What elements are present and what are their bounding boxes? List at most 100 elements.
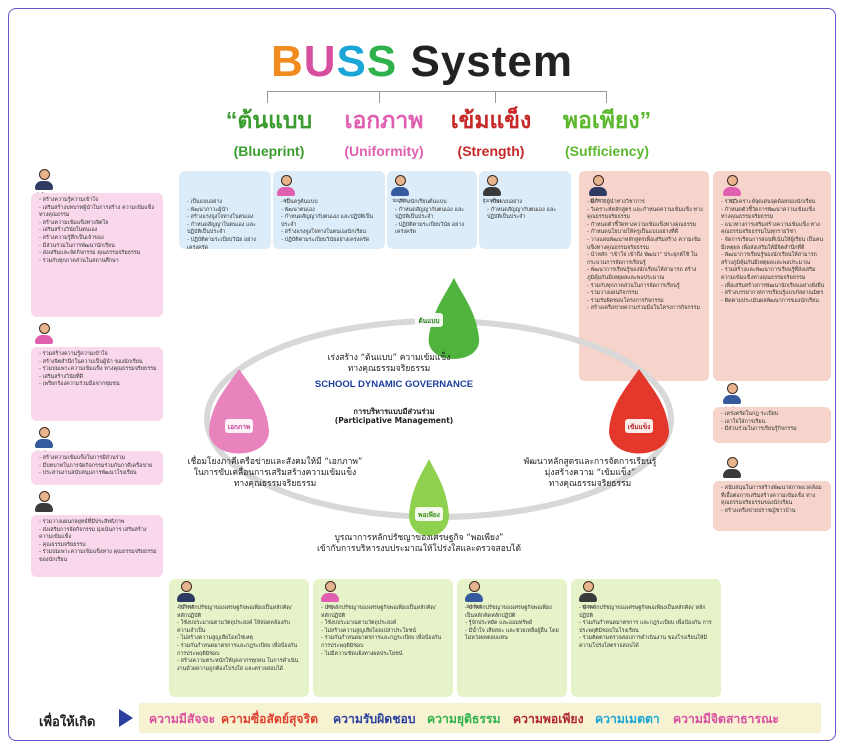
poster-title: BUSS System <box>9 37 835 87</box>
petal-label-bg-uniformity <box>225 419 253 433</box>
list-item: เสริมสร้างวินัยในตนเอง <box>39 227 157 235</box>
avatar-student-right: นักเรียน <box>721 383 743 412</box>
card-right-student: เคร่งครัดในกฎ ระเบียบ เอาใจใส่การเรียน ม… <box>713 407 831 443</box>
participative-management: การบริหารแบบมีส่วนร่วม (Participative Ma… <box>329 407 459 425</box>
list-item: สร้างความตระหนักให้บุคลากรทุกคน ในการดำเ… <box>177 658 303 673</box>
pillar-strength: เข้มแข็ง (Strength) <box>441 103 541 159</box>
petal-strength <box>609 369 669 454</box>
center-left-line1: เชื่อมโยงภาคีเครือข่ายและสังคมให้มี “เอก… <box>187 457 363 467</box>
list-item: ร่วมสร้างความรู้ความเข้าใจ <box>39 351 157 359</box>
list-item: สร้างแรงจูงใจทางในตนเองนักเรียน <box>281 229 379 237</box>
petal-label-uniformity: เอกภาพ <box>228 423 250 431</box>
center-right-text: พัฒนาหลักสูตรและการจัดการเรียนรู้ มุ่งสร… <box>505 457 675 490</box>
title-connector-line <box>267 91 607 103</box>
petal-label-sufficiency: พอเพียง <box>418 511 440 519</box>
title-letter-u: U <box>303 37 337 86</box>
list-item: ไม่สร้างความสูญเสียโดยเปล่าประโยชน์ <box>321 628 447 636</box>
list-item: ปฏิบัติตามระเบียบวินัย อย่างเคร่งครัด <box>187 237 265 252</box>
list-item: สร้างบรรยากาศการเรียนรู้แบบกัลยาณมิตร <box>721 290 825 298</box>
title-system: System <box>397 37 574 86</box>
list-item: กำหนดสัญญากับตนเอง และปฏิบัติเป็นประจำ <box>487 207 565 222</box>
list-item: กำหนดตัวชี้วัดทางความเข้มแข็งทางคุณธรรม <box>587 222 703 230</box>
list-item: ร่วมวิเคราะห์จุดเด่นจุดด้อยของนักเรียน <box>721 199 825 207</box>
list-item: มีบทบาทในการจัดกิจกรรมร่วมกับภาคีเครือข่… <box>39 463 157 471</box>
center-top-line2: ทางคุณธรรมจริยธรรม <box>347 364 431 374</box>
footer-label: เพื่อให้เกิด <box>39 714 96 729</box>
poster-frame: BUSS System “ต้นแบบ (Blueprint) เอกภาพ (… <box>8 8 836 741</box>
list-item: พัฒนาการเรียนรู้ของนักเรียนให้สามารถ สร้… <box>721 252 825 267</box>
list-item: ร่วมรับผิดชอบโครงการกิจกรรม <box>587 298 703 306</box>
center-right-line1: พัฒนาหลักสูตรและการจัดการเรียนรู้ <box>523 457 657 467</box>
pillar-sufficiency-thai: พอเพียง” <box>562 107 652 133</box>
list-item: สร้างความเข้มแข็งในการมีส่วนร่วม <box>39 455 157 463</box>
list-item: สร้างนักเรียนต้นแบบ <box>395 199 471 207</box>
list-item: พัฒนาตนเอง <box>281 207 379 215</box>
list-item: เพรียกร้องความร่วมมือจากชุมชน <box>39 381 157 389</box>
list-item: เป็นแบบอย่าง <box>187 199 265 207</box>
avatar-director-left: ผู้บริหาร <box>33 169 55 198</box>
title-connector-mid2 <box>495 91 496 103</box>
petal-blueprint <box>428 277 480 359</box>
value-truthfulness: ความมีสัจจะ <box>149 712 216 726</box>
school-dynamic-governance: SCHOOL DYNAMIC GOVERNANCE <box>314 379 474 390</box>
participative-en: (Participative Management) <box>334 416 454 425</box>
list-item: มีภาวะผู้นำทางวิชาการ <box>587 199 703 207</box>
list-item: จัดการเรียนการสอนที่เน้นให้ผู้เรียน เป็น… <box>721 237 825 252</box>
pillar-blueprint: “ต้นแบบ (Blueprint) <box>214 103 324 159</box>
pillar-blueprint-en: (Blueprint) <box>233 143 305 159</box>
list-item: พัฒนาภาวะผู้นำ <box>187 207 265 215</box>
title-connector-mid1 <box>379 91 380 103</box>
pillar-blueprint-thai: “ต้นแบบ <box>225 107 313 133</box>
list-item: สร้างเครือข่ายปราชญ์ชาวบ้าน <box>721 508 825 516</box>
list-item: แนวทางการเสริมสร้างความเข้มแข็ง ทางคุณธร… <box>721 222 825 237</box>
list-item: นำหลักปรัชญาของเศรษฐกิจพอเพียง เป็นหลักค… <box>465 605 561 620</box>
avatar-director-bottom: ผู้บริหาร <box>175 581 197 610</box>
list-item: เพื่อเสริมสร้างการพัฒนานักเรียนอย่างยั่ง… <box>721 283 825 291</box>
card-top-director: เป็นแบบอย่าง พัฒนาภาวะผู้นำ สร้างแรงจูงใ… <box>179 171 271 252</box>
list-item: คุณธรรมจริยธรรม <box>39 542 157 550</box>
value-sufficiency: ความพอเพียง <box>513 712 584 726</box>
list-item: สร้างจิตสำนึกในความเป็นผู้นำ ของนักเรียน <box>39 359 157 367</box>
list-item: นำหลักปรัชญาของเศรษฐกิจพอเพียงเป็นหลักคิ… <box>321 605 447 620</box>
card-right-community: สนับสนุนในการสร้างพัฒนาสภาพแวดล้อม ที่เอ… <box>713 481 831 531</box>
value-honesty: ความซื่อสัตย์สุจริต <box>221 712 319 726</box>
list-item: ใช้งบประมาณตามวัตถุประสงค์ ให้สอดคล้องกั… <box>177 620 303 635</box>
list-item: เอาใจใส่การเรียน <box>721 419 825 427</box>
list-item: เสริมสร้างบทบาทผู้นำในการสร้าง ความเข้มแ… <box>39 205 157 220</box>
center-left-line3: ทางคุณธรรมจริยธรรม <box>233 479 317 489</box>
title-letter-b: B <box>270 37 304 86</box>
card-left-teacher: ร่วมสร้างความรู้ความเข้าใจ สร้างจิตสำนึก… <box>31 347 163 421</box>
center-right-line2: มุ่งสร้างความ “เข้มแข็ง” <box>544 468 636 478</box>
petal-label-bg-sufficiency <box>415 507 443 521</box>
avatar-community-right: ชุมชน <box>721 457 743 486</box>
avatar-student-left: นักเรียน <box>33 427 55 456</box>
petal-label-bg-blueprint <box>415 313 443 327</box>
pillar-sufficiency: พอเพียง” (Sufficiency) <box>547 103 667 159</box>
list-item: ใช้งบประมาณตามวัตถุประสงค์ <box>321 620 447 628</box>
list-item: ติดตามประเมินผลพัฒนาการของนักเรียน <box>721 298 825 306</box>
footer-values: เพื่อให้เกิด ความมีสัจจะ ความซื่อสัตย์สุ… <box>39 703 821 733</box>
list-item: ร่วมกับทุกภาคส่วนในการจัดการเรียนรู้ <box>587 283 703 291</box>
center-left-text: เชื่อมโยงภาคีเครือข่ายและสังคมให้มี “เอก… <box>175 457 375 490</box>
list-item: สร้างเครือข่ายความร่วมมือในโครงการกิจกรร… <box>587 305 703 313</box>
footer-values-band: ความมีสัจจะ ความซื่อสัตย์สุจริต ความรับผ… <box>139 703 821 733</box>
list-item: วางแผนพัฒนาหลักสูตรเพื่อเสริมสร้าง ความเ… <box>587 237 703 252</box>
list-item: วิเคราะห์หลักสูตร และกำหนดความเข้มแข็ง ท… <box>587 207 703 222</box>
list-item: สนับสนุนในการสร้างพัฒนาสภาพแวดล้อม ที่เอ… <box>721 485 825 508</box>
title-letter-s2: S <box>366 37 398 86</box>
list-item: กำหนดนโยบายให้ครูเป็นแบบอย่างที่ดี <box>587 229 703 237</box>
list-item: ส่งเสริมการจัดกิจกรรม มุ่งเน้นการ เสริมส… <box>39 527 157 542</box>
center-top-text: เร่งสร้าง “ต้นแบบ” ความเข้มแข็ง ทางคุณธร… <box>309 353 469 375</box>
center-diagram: ต้นแบบ เอกภาพ เข้มแข็ง พอเพียง <box>204 277 674 536</box>
pillar-uniformity: เอกภาพ (Uniformity) <box>329 103 439 159</box>
avatar-teacher-bottom: ครู <box>319 581 341 610</box>
avatar-teacher-right: ครู <box>721 175 743 204</box>
petal-uniformity <box>209 369 269 454</box>
list-item: นำหลักปรัชญาของเศรษฐกิจพอเพียงเป็นหลักคิ… <box>177 605 303 620</box>
pillar-sufficiency-en: (Sufficiency) <box>564 143 649 159</box>
list-item: ประสานงานสนับสนุนการพัฒนาโรงเรียน <box>39 470 157 478</box>
list-item: มีน้ำใจ เสียสละ และช่วยเหลือผู้อื่น โดยไ… <box>465 628 561 643</box>
petal-label-bg-strength <box>625 419 653 433</box>
list-item: ไม่มีความขัดแย้งทางผลประโยชน์ <box>321 651 447 659</box>
pillar-uniformity-en: (Uniformity) <box>344 143 424 159</box>
